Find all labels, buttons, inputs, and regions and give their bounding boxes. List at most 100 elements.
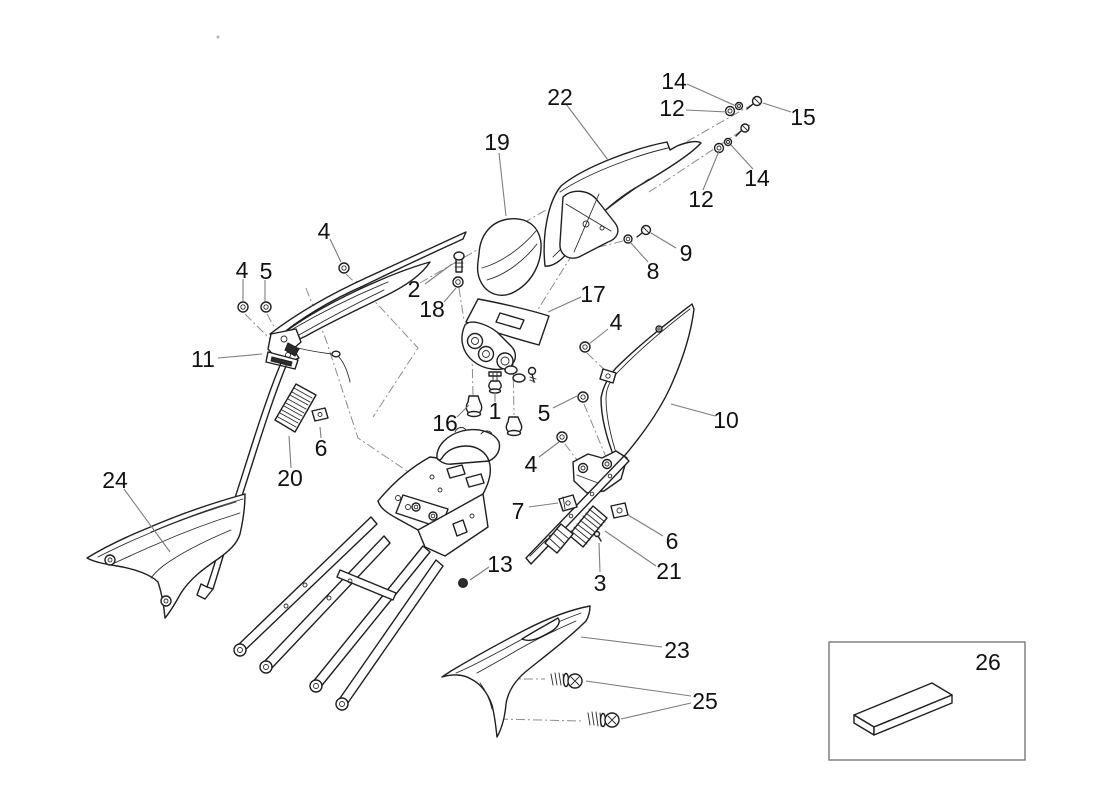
- leader-line: [627, 514, 664, 537]
- part-label-14: 14: [744, 165, 770, 191]
- nut-4-left: [237, 301, 249, 313]
- part-label-24: 24: [102, 467, 128, 493]
- part-label-4: 4: [525, 451, 538, 477]
- leader-line: [538, 441, 560, 458]
- part-subframe-16: [233, 427, 501, 711]
- axis-line: [305, 287, 414, 476]
- part-label-25: 25: [692, 688, 718, 714]
- nut-5-right: [577, 391, 589, 403]
- axis-line: [648, 124, 751, 193]
- screw-2: [453, 251, 465, 273]
- leader-lines: [123, 83, 792, 720]
- leader-line: [456, 404, 470, 418]
- part-label-18: 18: [419, 296, 445, 322]
- part-label-12: 12: [688, 186, 714, 212]
- part-label-6: 6: [315, 435, 328, 461]
- nut-5-left: [260, 301, 272, 313]
- leader-line: [588, 328, 609, 345]
- part-label-23: 23: [664, 637, 690, 663]
- part-rail-pad-21: [544, 505, 608, 554]
- clip-7: [558, 494, 578, 512]
- screw-9: [636, 224, 652, 238]
- part-label-8: 8: [647, 258, 660, 284]
- well-nut-grommet-left: [465, 395, 483, 418]
- screw-25-lower: [587, 711, 620, 728]
- part-label-10: 10: [713, 407, 739, 433]
- leader-line: [319, 426, 322, 439]
- screw-15-lower: [735, 123, 750, 137]
- leader-line: [585, 680, 692, 697]
- inset-box-26: [828, 641, 1026, 761]
- part-label-14: 14: [661, 68, 687, 94]
- axis-line: [355, 280, 419, 418]
- part-label-9: 9: [680, 240, 693, 266]
- part-label-12: 12: [659, 95, 685, 121]
- axis-line: [583, 403, 607, 458]
- leader-line: [580, 636, 663, 648]
- part-label-4: 4: [236, 257, 249, 283]
- axis-line: [458, 287, 465, 321]
- leader-line: [498, 152, 507, 217]
- clip-nut-6-left: [311, 407, 329, 422]
- part-seat-pad-19: [476, 218, 542, 296]
- part-label-17: 17: [580, 281, 606, 307]
- leader-line: [686, 83, 737, 107]
- nut-4-right-upper: [579, 341, 591, 353]
- part-label-16: 16: [432, 410, 458, 436]
- leader-line: [702, 150, 720, 191]
- part-label-19: 19: [484, 129, 510, 155]
- leader-line: [730, 144, 754, 170]
- tail-light-recess: [559, 190, 619, 259]
- part-label-2: 2: [408, 276, 421, 302]
- washer-12-lower: [713, 142, 725, 154]
- leader-line: [604, 530, 657, 567]
- leader-line: [528, 502, 559, 508]
- axis-line: [531, 246, 578, 320]
- nut-13: [458, 578, 468, 588]
- leader-line: [123, 488, 171, 553]
- part-lower-mid-panel-23: [441, 605, 591, 738]
- well-nut-grommet-right: [505, 416, 523, 437]
- leader-line: [685, 109, 728, 113]
- part-adhesive-pad-26: [853, 682, 953, 736]
- dust-speck: [216, 35, 220, 39]
- leader-line: [629, 241, 649, 263]
- screw-3: [593, 530, 602, 542]
- leader-line: [547, 296, 582, 313]
- leader-line: [565, 103, 609, 161]
- leader-line: [288, 435, 292, 469]
- part-tail-cowl-22: [543, 140, 702, 267]
- clip-nut-6-right: [610, 502, 629, 519]
- part-label-5: 5: [260, 258, 273, 284]
- leader-line: [620, 702, 692, 720]
- part-label-11: 11: [191, 346, 215, 372]
- washer-8: [623, 234, 633, 244]
- washer-12-upper: [724, 105, 736, 117]
- axis-line: [244, 313, 273, 342]
- leader-line: [650, 232, 677, 249]
- part-label-6: 6: [666, 528, 679, 554]
- leader-line: [762, 102, 792, 113]
- leader-line: [424, 263, 453, 285]
- part-label-13: 13: [487, 551, 513, 577]
- part-label-3: 3: [594, 570, 607, 596]
- part-rubber-mat-20: [274, 383, 317, 433]
- part-label-20: 20: [277, 465, 303, 491]
- screw-15: [746, 95, 763, 110]
- part-label-21: 21: [656, 558, 682, 584]
- part-rubber-rivet-1: [488, 371, 502, 394]
- part-label-15: 15: [790, 104, 816, 130]
- part-label-7: 7: [512, 498, 525, 524]
- part-label-4: 4: [610, 309, 623, 335]
- washer-18: [452, 276, 464, 288]
- screw-on-bracket: [527, 366, 537, 383]
- leader-line: [329, 238, 342, 263]
- axis-line: [498, 718, 583, 722]
- part-label-1: 1: [489, 398, 502, 424]
- part-taillight-bracket-17: [461, 298, 550, 383]
- leader-line: [217, 353, 263, 359]
- spring-washer-14-upper: [734, 101, 744, 111]
- part-right-side-panel-10: [525, 303, 695, 565]
- leader-line: [469, 566, 490, 581]
